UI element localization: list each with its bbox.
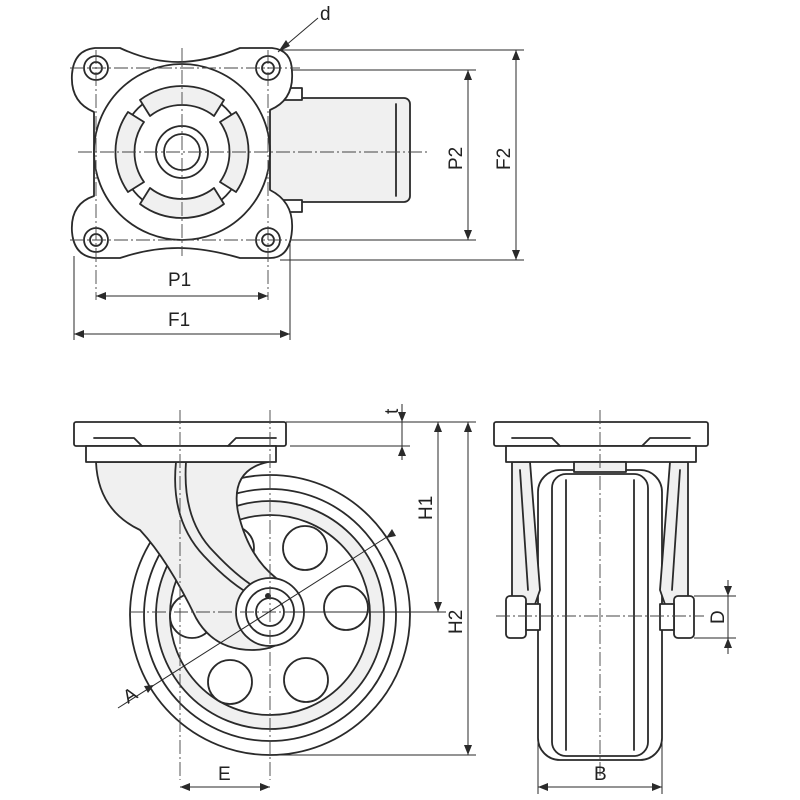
label-B: B [594, 764, 607, 785]
axle-nut-left [505, 595, 527, 639]
label-H1: H1 [416, 496, 437, 520]
front-view: D B [493, 410, 736, 794]
label-t: t [382, 408, 403, 414]
label-P2: P2 [446, 147, 467, 170]
label-d: d [320, 4, 331, 25]
axle-nut-right [673, 595, 695, 639]
top-view: d P1 F1 P2 F2 [70, 4, 524, 340]
side-view: t H1 H2 A E [73, 404, 476, 791]
fork-arm-top [267, 97, 411, 203]
label-F2: F2 [494, 148, 515, 170]
label-D: D [708, 610, 729, 624]
label-F1: F1 [168, 310, 190, 331]
front-top-plate [493, 421, 709, 447]
label-P1: P1 [168, 270, 191, 291]
label-H2: H2 [446, 610, 467, 634]
label-E: E [218, 764, 231, 785]
